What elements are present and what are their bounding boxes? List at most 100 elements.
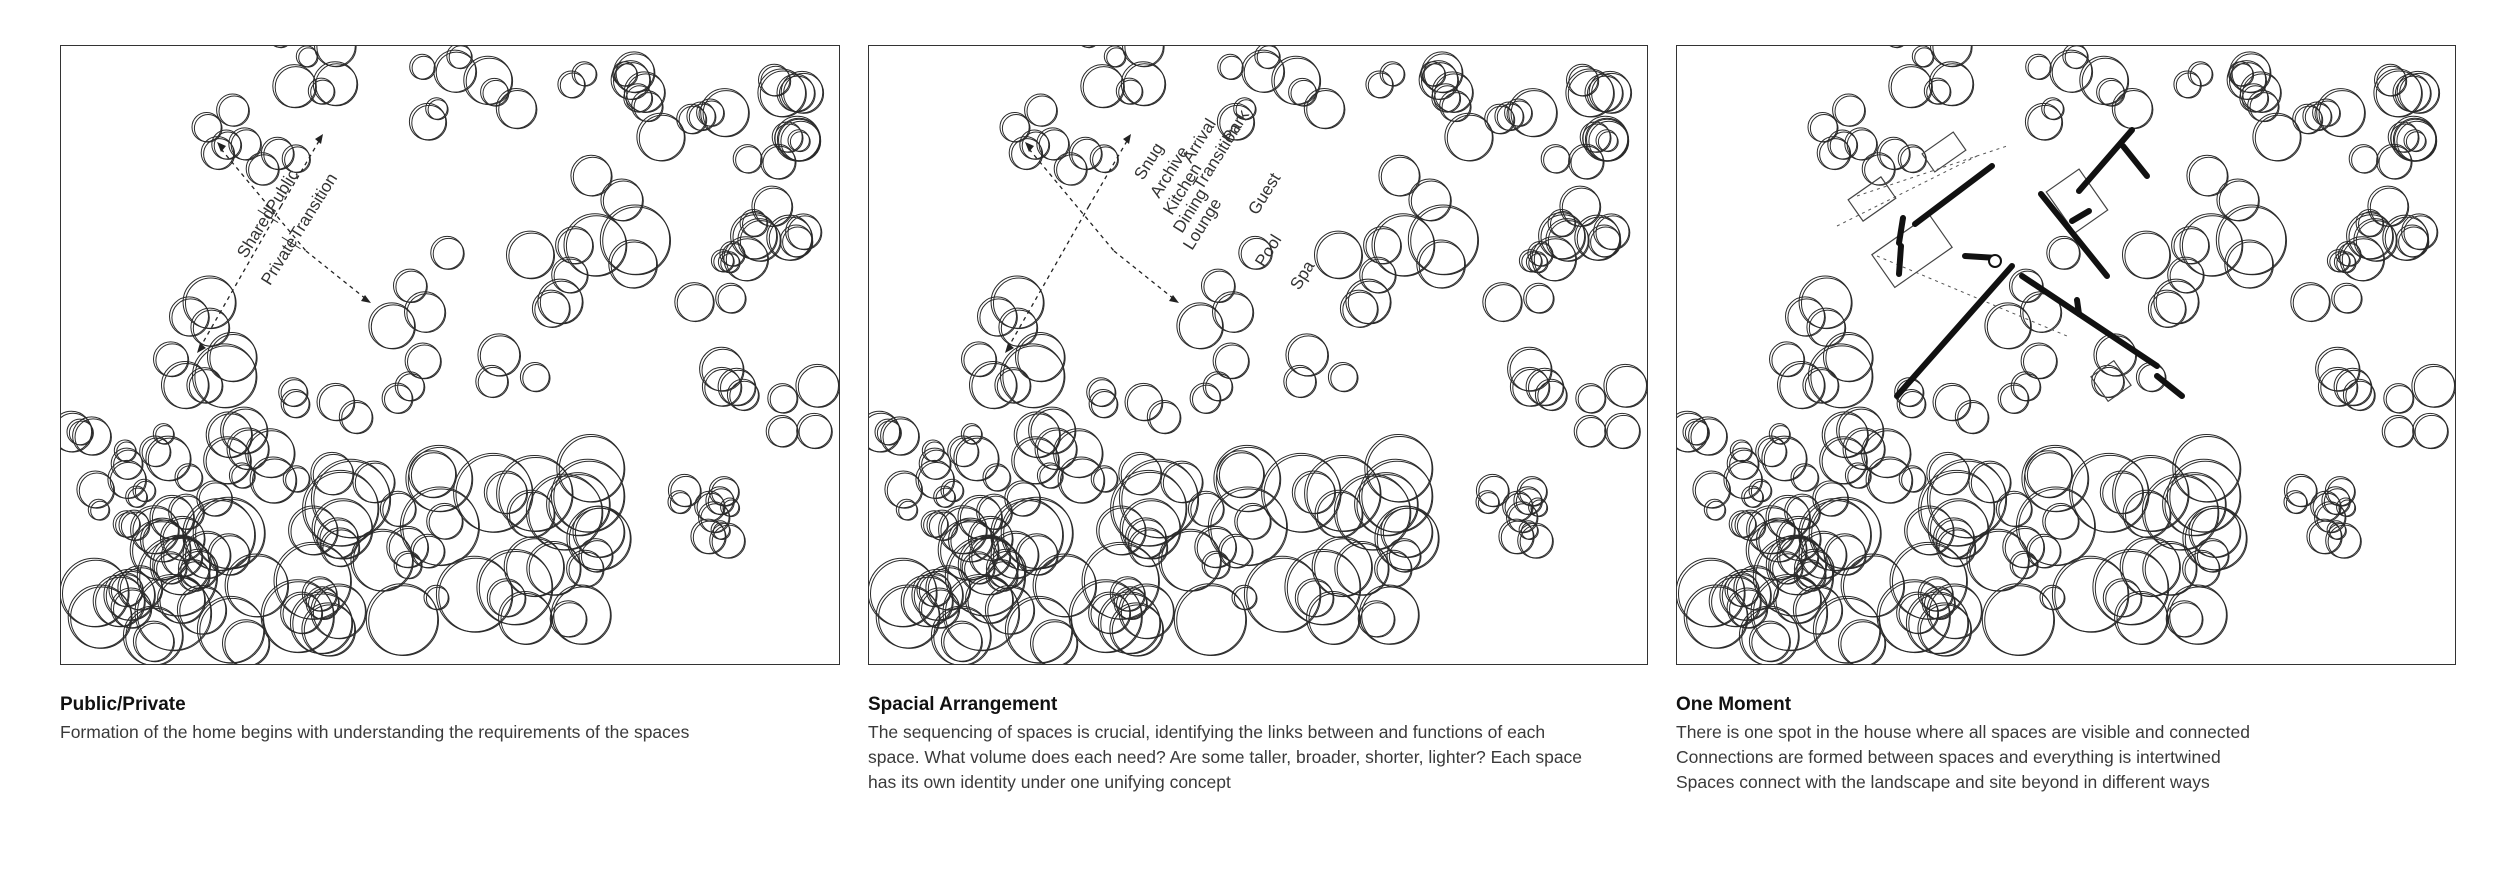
tree-canopy <box>1819 138 1852 171</box>
tree-canopy <box>263 138 295 171</box>
tree-canopy <box>984 465 1012 492</box>
tree-canopy <box>1162 462 1204 504</box>
tree-canopy <box>222 619 270 664</box>
tree-canopy <box>1366 436 1434 503</box>
tree-canopy <box>2022 293 2063 334</box>
tree-canopy <box>382 492 417 528</box>
tree-canopy <box>882 418 920 456</box>
tree-canopy <box>370 304 416 350</box>
tree-canopy <box>1388 540 1422 573</box>
tree-canopy <box>768 417 799 448</box>
tree-canopy <box>1273 57 1322 106</box>
tree-canopy <box>1528 253 1549 274</box>
tree-canopy <box>1446 114 1494 162</box>
tree-canopy <box>2283 490 2308 514</box>
tree-canopy <box>1056 154 1088 186</box>
tree-canopy <box>2358 211 2385 238</box>
tree-canopy <box>2041 586 2066 611</box>
tree-canopy <box>1130 529 1169 568</box>
tree-canopy <box>1957 402 1990 435</box>
tree-canopy <box>2314 100 2341 127</box>
tree-canopy-circles <box>869 46 1647 664</box>
tree-canopy <box>1729 589 1769 629</box>
tree-canopy <box>667 490 692 514</box>
tree-canopy <box>1595 215 1631 251</box>
tree-canopy <box>147 437 192 482</box>
tree-canopy <box>205 438 252 485</box>
caption-body: Formation of the home begins with unders… <box>60 720 850 745</box>
tree-canopy <box>1423 53 1464 94</box>
tree-canopy <box>62 559 130 628</box>
tree-canopy <box>74 418 112 456</box>
tree-canopy <box>66 418 94 446</box>
tree-canopy <box>191 112 222 143</box>
tree-canopy <box>1772 553 1804 585</box>
tree-canopy <box>1847 464 1872 489</box>
tree-canopy <box>480 77 509 107</box>
caption-line: has its own identity under one unifying … <box>868 772 1231 792</box>
tree-canopy <box>1523 282 1554 314</box>
tree-canopy <box>1421 62 1459 101</box>
tree-canopy <box>580 540 614 573</box>
tree-canopy <box>1382 63 1406 87</box>
tree-canopy <box>1868 458 1914 504</box>
tree-canopy <box>1509 348 1553 392</box>
tree-canopy <box>135 622 175 663</box>
tree-canopy <box>1586 75 1624 113</box>
tree-canopy <box>1189 382 1221 414</box>
tree-canopy <box>993 532 1040 580</box>
tree-canopy <box>1160 530 1222 592</box>
tree-canopy <box>1729 449 1760 480</box>
tree-canopy <box>152 536 211 596</box>
tree-canopy <box>1082 66 1125 109</box>
tree-canopy <box>2093 366 2125 399</box>
tree-canopy <box>2054 557 2130 633</box>
tree-canopy <box>1235 99 1257 121</box>
tree-canopy <box>354 462 396 504</box>
panel-spacial-arrangement: Snug Archive Kitchen Dining Lounge Arriv… <box>868 0 1668 880</box>
tree-canopy <box>1525 284 1555 314</box>
tree-canopy <box>1843 555 1905 618</box>
tree-canopy <box>735 146 763 174</box>
tree-canopy <box>1533 238 1578 282</box>
tree-canopy <box>275 543 352 620</box>
site-plan-diagram: Shared Public Private Transition <box>61 46 839 664</box>
tree-canopy <box>625 85 654 113</box>
tree-canopy <box>778 75 816 113</box>
tree-canopy <box>1002 345 1066 409</box>
tree-canopy <box>1433 85 1462 113</box>
tree-canopy <box>1246 557 1322 633</box>
tree-canopy <box>1970 462 2012 504</box>
tree-canopy <box>2081 57 2130 106</box>
tree-canopy <box>1306 457 1382 532</box>
label-shared: Shared <box>233 205 278 262</box>
tree-canopy <box>407 446 474 513</box>
tree-canopy <box>410 452 457 499</box>
tree-canopy <box>2318 90 2366 138</box>
tree-canopy <box>2048 237 2081 270</box>
tree-canopy <box>1768 423 1791 445</box>
tree-canopy <box>1928 585 1983 640</box>
tree-canopy <box>2333 284 2363 314</box>
tree-canopy <box>1367 72 1394 99</box>
tree-canopy <box>2144 543 2198 596</box>
tree-canopy <box>1192 384 1222 414</box>
tree-canopy <box>870 559 938 628</box>
caption-title: One Moment <box>1676 694 1792 715</box>
tree-canopy <box>638 114 686 162</box>
tree-canopy <box>762 145 797 180</box>
tree-canopy <box>1932 46 1973 68</box>
tree-canopy <box>732 214 778 260</box>
tree-canopy <box>352 530 414 592</box>
tree-canopy <box>1091 391 1119 419</box>
tree-canopy <box>1920 578 1954 612</box>
tree-canopy <box>1001 114 1031 143</box>
tree-canopy <box>316 46 357 68</box>
tree-canopy <box>231 464 256 489</box>
tree-canopy <box>626 73 666 113</box>
tree-canopy <box>698 100 725 127</box>
tree-canopy <box>949 437 980 468</box>
tree-canopy <box>455 454 534 533</box>
tree-canopy <box>1306 90 1346 130</box>
space-labels: Snug Archive Kitchen Dining Lounge Arriv… <box>1130 106 1318 293</box>
